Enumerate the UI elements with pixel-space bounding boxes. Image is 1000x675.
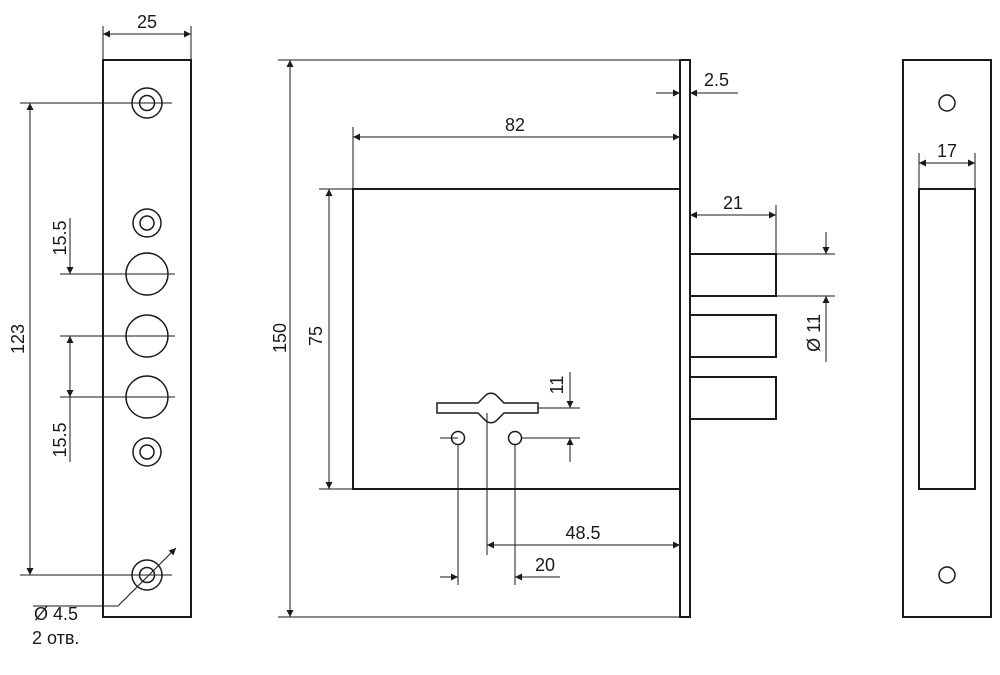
bolt-3 (689, 376, 777, 420)
strike-opening (918, 188, 976, 490)
total-height-label: 150 (270, 323, 290, 353)
hole-count-label: 2 отв. (32, 628, 79, 648)
faceplate (102, 59, 192, 618)
plate-thickness-label: 2.5 (704, 70, 729, 90)
screw-hole-upper (132, 208, 162, 238)
strike-plate-view: 17 (902, 59, 992, 618)
strike-hole-top (938, 94, 956, 112)
keyhole (436, 392, 539, 424)
bolt-diameter-label: Ø 11 (804, 314, 824, 352)
bolt-1 (689, 253, 777, 297)
spacing-bottom-label: 15.5 (50, 422, 70, 457)
case-height-label: 75 (306, 326, 326, 346)
hole-diameter-leader (117, 547, 177, 607)
spacing-top-label: 15.5 (50, 220, 70, 255)
hole-diameter-label: Ø 4.5 (34, 604, 78, 624)
screw-spacing-label: 20 (535, 555, 555, 575)
lock-case (352, 188, 681, 490)
faceplate-width-label: 25 (137, 12, 157, 32)
mounting-plate (679, 59, 691, 618)
lock-body-view: 150 75 82 2.5 21 Ø 11 11 (270, 59, 835, 618)
bolt-throw-label: 21 (723, 193, 743, 213)
faceplate-view: 25 123 15.5 15.5 Ø 4.5 2 отв. (8, 12, 192, 648)
backset-label: 48.5 (565, 523, 600, 543)
bolt-2 (689, 314, 777, 358)
opening-width-label: 17 (937, 141, 957, 161)
strike-hole-bottom (938, 566, 956, 584)
screw-hole-lower (132, 437, 162, 467)
case-depth-label: 82 (505, 115, 525, 135)
keyhole-height-label: 11 (547, 376, 567, 395)
faceplate-height-label: 123 (8, 324, 28, 354)
